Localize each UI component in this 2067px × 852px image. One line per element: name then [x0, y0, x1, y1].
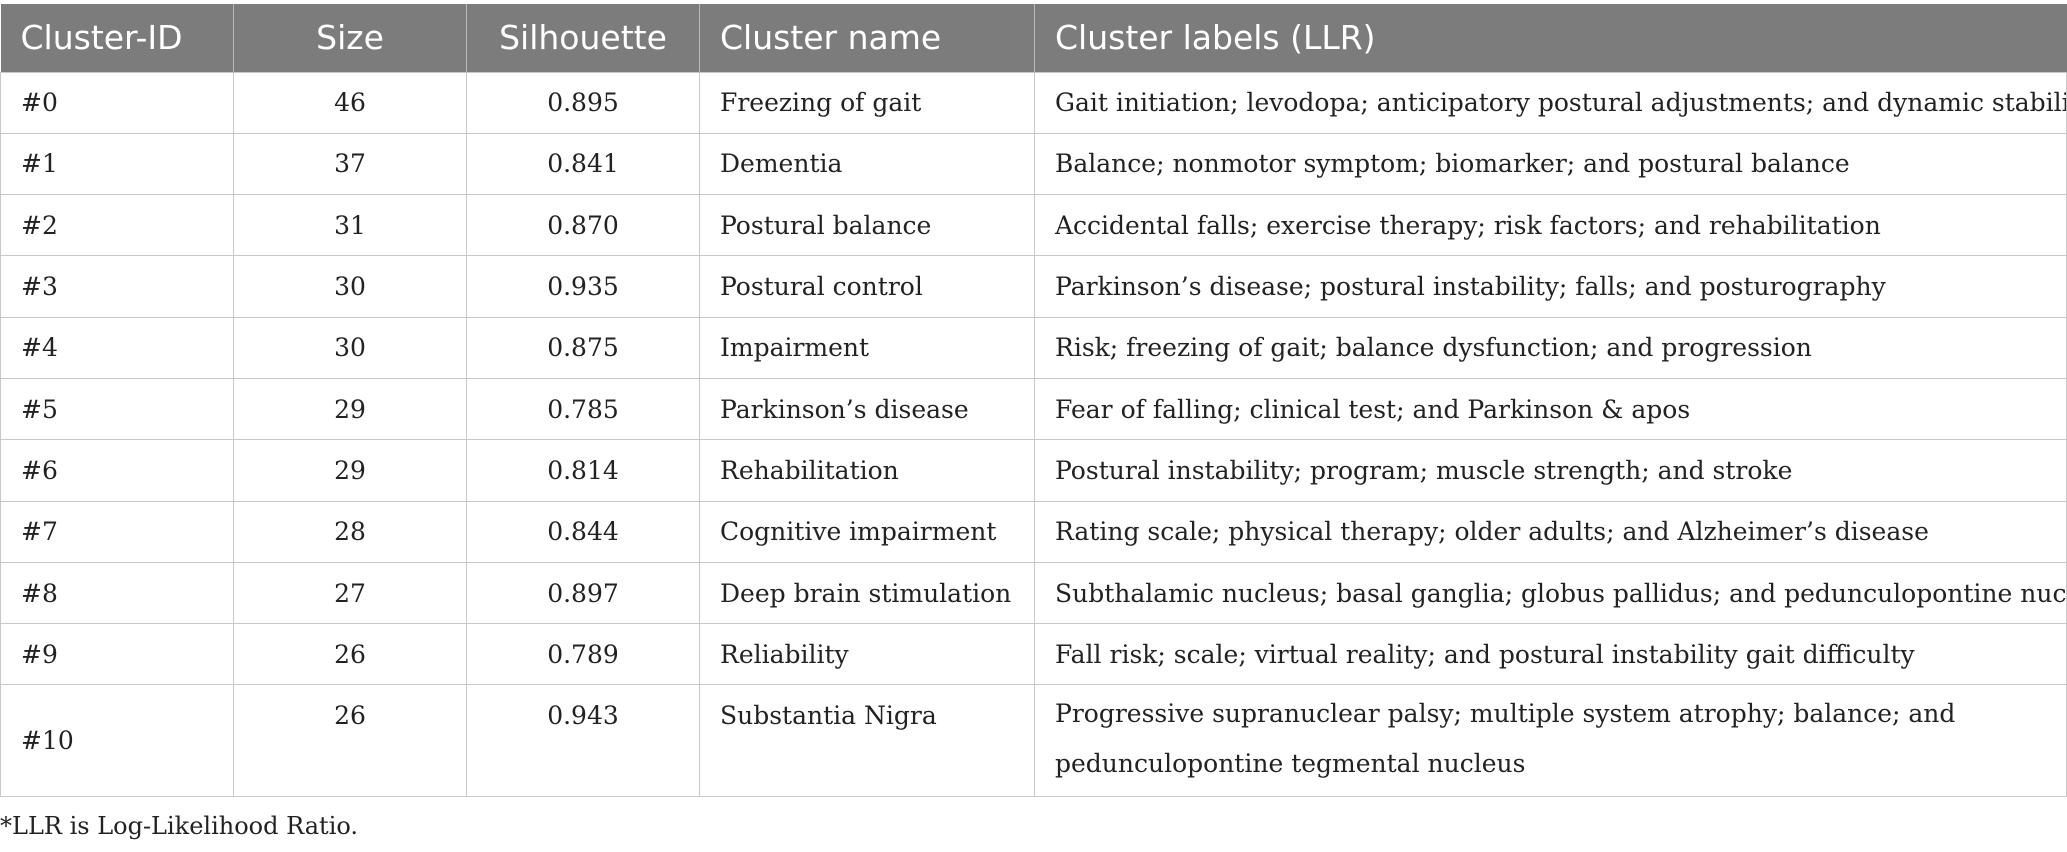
cell-cluster-labels: Gait initiation; levodopa; anticipatory … [1034, 71, 2067, 134]
cell-size: 30 [233, 316, 467, 379]
cell-cluster-id: #7 [0, 500, 234, 563]
table-row: #8 27 0.897 Deep brain stimulation Subth… [0, 561, 2067, 625]
cell-cluster-labels: Rating scale; physical therapy; older ad… [1034, 500, 2067, 563]
cell-cluster-labels: Postural instability; program; muscle st… [1034, 439, 2067, 502]
cell-size: 26 [233, 684, 467, 798]
header-row: Cluster-ID Size Silhouette Cluster name … [0, 4, 2067, 72]
table-footnote: *LLR is Log-Likelihood Ratio. [0, 812, 359, 840]
table-header: Cluster-ID Size Silhouette Cluster name … [0, 4, 2067, 72]
cell-cluster-id: #8 [0, 561, 234, 625]
cell-cluster-id: #3 [0, 255, 234, 318]
table-row: #3 30 0.935 Postural control Parkinson’s… [0, 255, 2067, 318]
cell-cluster-labels: Accidental falls; exercise therapy; risk… [1034, 194, 2067, 257]
table-row: #5 29 0.785 Parkinson’s disease Fear of … [0, 377, 2067, 441]
cell-silhouette: 0.785 [466, 377, 700, 441]
cell-cluster-id: #6 [0, 439, 234, 502]
cell-silhouette: 0.870 [466, 194, 700, 257]
cell-cluster-labels: Parkinson’s disease; postural instabilit… [1034, 255, 2067, 318]
cell-cluster-name: Postural balance [699, 194, 1035, 257]
cell-silhouette: 0.814 [466, 439, 700, 502]
cell-size: 26 [233, 623, 467, 686]
cell-size: 46 [233, 71, 467, 134]
table-row: #1 37 0.841 Dementia Balance; nonmotor s… [0, 132, 2067, 196]
header-cluster-labels: Cluster labels (LLR) [1034, 4, 2067, 72]
cell-cluster-id: #4 [0, 316, 234, 379]
cell-silhouette: 0.875 [466, 316, 700, 379]
table-row: #4 30 0.875 Impairment Risk; freezing of… [0, 316, 2067, 379]
cell-cluster-name: Reliability [699, 623, 1035, 686]
table-row: #2 31 0.870 Postural balance Accidental … [0, 194, 2067, 257]
cell-cluster-labels: Risk; freezing of gait; balance dysfunct… [1034, 316, 2067, 379]
cell-silhouette: 0.895 [466, 71, 700, 134]
cluster-table-container: Cluster-ID Size Silhouette Cluster name … [0, 4, 2067, 798]
table-row: #6 29 0.814 Rehabilitation Postural inst… [0, 439, 2067, 502]
cell-cluster-name: Substantia Nigra [699, 684, 1035, 798]
table-body: #0 46 0.895 Freezing of gait Gait initia… [0, 71, 2067, 798]
cell-silhouette: 0.789 [466, 623, 700, 686]
cell-cluster-labels: Subthalamic nucleus; basal ganglia; glob… [1034, 561, 2067, 625]
cell-cluster-name: Rehabilitation [699, 439, 1035, 502]
table-row: #0 46 0.895 Freezing of gait Gait initia… [0, 71, 2067, 134]
cell-cluster-labels: Fear of falling; clinical test; and Park… [1034, 377, 2067, 441]
cell-cluster-id: #10 [0, 684, 234, 798]
cluster-table: Cluster-ID Size Silhouette Cluster name … [0, 4, 2067, 798]
cell-cluster-id: #2 [0, 194, 234, 257]
cell-silhouette: 0.935 [466, 255, 700, 318]
cell-size: 27 [233, 561, 467, 625]
table-row: #10 26 0.943 Substantia Nigra Progressiv… [0, 684, 2067, 798]
cell-cluster-id: #0 [0, 71, 234, 134]
cell-size: 29 [233, 377, 467, 441]
cell-silhouette: 0.841 [466, 132, 700, 196]
cell-cluster-name: Postural control [699, 255, 1035, 318]
table-row: #9 26 0.789 Reliability Fall risk; scale… [0, 623, 2067, 686]
cell-cluster-id: #9 [0, 623, 234, 686]
table-row: #7 28 0.844 Cognitive impairment Rating … [0, 500, 2067, 563]
cell-size: 31 [233, 194, 467, 257]
header-cluster-id: Cluster-ID [0, 4, 234, 72]
cell-size: 37 [233, 132, 467, 196]
header-silhouette: Silhouette [466, 4, 700, 72]
header-cluster-name: Cluster name [699, 4, 1035, 72]
cell-size: 29 [233, 439, 467, 502]
cell-cluster-name: Impairment [699, 316, 1035, 379]
cell-size: 28 [233, 500, 467, 563]
cell-silhouette: 0.897 [466, 561, 700, 625]
cell-cluster-name: Cognitive impairment [699, 500, 1035, 563]
cell-cluster-name: Deep brain stimulation [699, 561, 1035, 625]
cell-cluster-id: #5 [0, 377, 234, 441]
cell-cluster-name: Freezing of gait [699, 71, 1035, 134]
cell-cluster-name: Parkinson’s disease [699, 377, 1035, 441]
cell-silhouette: 0.844 [466, 500, 700, 563]
header-size: Size [233, 4, 467, 72]
cell-silhouette: 0.943 [466, 684, 700, 798]
cell-cluster-labels: Fall risk; scale; virtual reality; and p… [1034, 623, 2067, 686]
cell-size: 30 [233, 255, 467, 318]
cell-cluster-id: #1 [0, 132, 234, 196]
cell-cluster-name: Dementia [699, 132, 1035, 196]
cell-cluster-labels: Balance; nonmotor symptom; biomarker; an… [1034, 132, 2067, 196]
cell-cluster-labels: Progressive supranuclear palsy; multiple… [1034, 684, 2067, 798]
